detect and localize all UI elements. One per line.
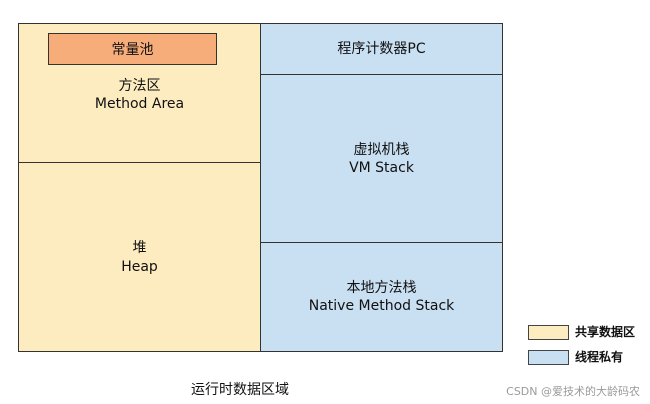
heap-label-cn: 堆 (132, 240, 147, 256)
native-method-stack-box: 本地方法栈 Native Method Stack (260, 242, 503, 352)
pc-register-box: 程序计数器PC (260, 23, 503, 75)
heap-label-en: Heap (121, 259, 158, 275)
diagram-caption: 运行时数据区域 (191, 382, 289, 398)
method-area-label-cn: 方法区 (118, 78, 161, 94)
legend-shared-label: 共享数据区 (575, 325, 636, 339)
method-area-label-en: Method Area (94, 96, 185, 112)
pc-register-label: 程序计数器PC (337, 41, 426, 57)
vm-stack-label-en: VM Stack (349, 160, 414, 176)
native-stack-label-en: Native Method Stack (308, 298, 455, 314)
native-stack-label-cn: 本地方法栈 (346, 280, 417, 296)
vm-stack-label-cn: 虚拟机栈 (353, 142, 410, 158)
legend-private-label: 线程私有 (575, 350, 624, 364)
shared-swatch-icon (528, 325, 569, 340)
vm-stack-box: 虚拟机栈 VM Stack (260, 74, 503, 243)
watermark: CSDN @爱技术的大龄码农 (506, 385, 640, 398)
heap-box: 堆 Heap (18, 162, 261, 352)
constant-pool-box: 常量池 (48, 33, 217, 65)
private-swatch-icon (528, 350, 569, 365)
